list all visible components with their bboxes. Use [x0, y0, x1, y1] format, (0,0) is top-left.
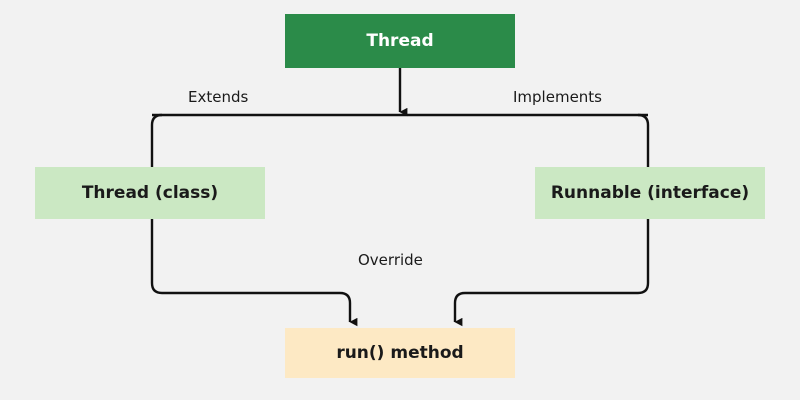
node-runnable-interface[interactable]: Runnable (interface): [535, 167, 765, 219]
node-thread-class-label: Thread (class): [81, 182, 219, 203]
edge-label-extends: Extends: [188, 88, 249, 106]
edge-override-left: [150, 219, 358, 327]
node-runnable-interface-label: Runnable (interface): [550, 182, 750, 203]
edge-extends: [150, 113, 163, 167]
node-run-method-label: run() method: [336, 342, 464, 363]
node-thread-class[interactable]: Thread (class): [35, 167, 265, 219]
node-thread-label: Thread: [366, 30, 434, 51]
node-run-method[interactable]: run() method: [285, 328, 515, 378]
edge-implements: [637, 113, 650, 167]
edge-override-right: [453, 219, 650, 327]
node-thread[interactable]: Thread: [285, 14, 515, 68]
edge-label-override: Override: [358, 251, 423, 269]
edge-label-implements: Implements: [513, 88, 602, 106]
